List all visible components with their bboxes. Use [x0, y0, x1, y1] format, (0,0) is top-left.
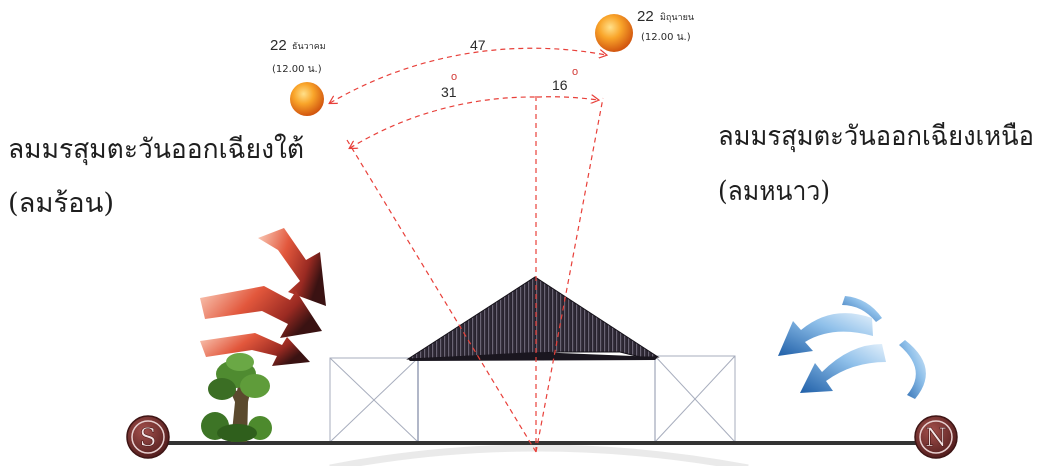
compass-north-label: N [925, 423, 947, 452]
angle-winter-label: 31 [441, 84, 457, 100]
winter-sun-month: ธันวาคม [292, 42, 326, 52]
winter-sun-time: (12.00 น.) [272, 64, 322, 75]
arc-winter-angle [350, 96, 536, 148]
cold-wind-arrow-icon [800, 344, 886, 393]
cold-wind-arrow-icon [778, 313, 873, 356]
cold-wind-arrow-icon [842, 296, 882, 322]
northeast-monsoon-subtitle: (ลมหนาว) [718, 176, 830, 207]
tree-foliage [208, 378, 236, 400]
hot-wind-arrows [200, 228, 326, 366]
angle-total-label: 47 [470, 37, 486, 53]
hot-wind-arrow-icon [200, 333, 310, 366]
southwest-monsoon-subtitle: (ลมร้อน) [8, 188, 114, 219]
house [329, 276, 736, 443]
summer-sun-time: (12.00 น.) [641, 32, 691, 43]
compass-south-icon: S [126, 415, 170, 459]
winter-sun-day: 22 [270, 37, 287, 54]
compass-south-ring [131, 420, 165, 454]
southwest-monsoon-title: ลมมรสุมตะวันออกเฉียงใต้ [8, 133, 304, 166]
summer-sun-day: 22 [637, 8, 654, 25]
angle-summer-label: 16 [552, 77, 568, 93]
sun-angle-lines [330, 47, 606, 453]
sun-icon [290, 82, 324, 116]
northeast-monsoon-title: ลมมรสุมตะวันออกเฉียงเหนือ [718, 121, 1034, 153]
summer-sun-ray [535, 97, 604, 453]
tree-foliage [240, 374, 270, 398]
cold-wind-arrow-icon [899, 340, 926, 399]
cold-wind-arrows [778, 296, 926, 399]
compass-north-disc [914, 415, 958, 459]
hot-wind-arrow-icon [200, 286, 322, 338]
tree-foliage [226, 353, 254, 371]
summer-sun-month: มิถุนายน [660, 12, 694, 23]
winter-sun: 22 ธันวาคม (12.00 น.) [270, 37, 326, 116]
sun-icon [595, 14, 633, 52]
winter-sun-ray [346, 139, 537, 453]
compass-north-icon: N [914, 415, 958, 459]
hot-wind-arrow-icon [258, 228, 326, 306]
arc-summer-angle [536, 97, 598, 100]
compass-south-disc [126, 415, 170, 459]
compass-north-ring [919, 420, 953, 454]
house-roof-eave [408, 352, 658, 361]
compass-south-label: S [139, 423, 156, 452]
tree-shrub [217, 424, 257, 442]
summer-sun: 22 มิถุนายน (12.00 น.) [595, 8, 694, 52]
arc-total-angle [330, 47, 606, 103]
tree-icon [201, 353, 272, 442]
angle-winter-degree: o [451, 71, 457, 83]
angle-summer-degree: o [572, 66, 578, 78]
